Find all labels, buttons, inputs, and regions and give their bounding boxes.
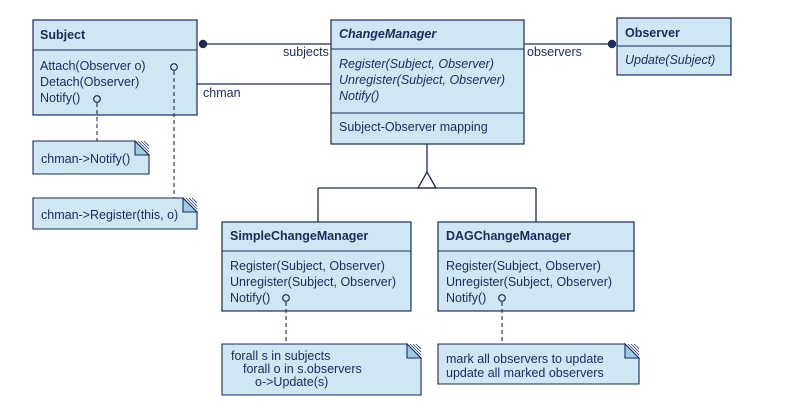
subjects-role-label: subjects	[283, 45, 329, 59]
note-simple-notify-hatch	[415, 343, 422, 350]
dagchangemanager-class-name: DAGChangeManager	[446, 229, 571, 243]
subject-class: Subject Attach(Observer o) Detach(Observ…	[32, 19, 198, 116]
changemanager-op-unregister: Unregister(Subject, Observer)	[339, 73, 505, 87]
simplechangemanager-class: SimpleChangeManager Register(Subject, Ob…	[221, 221, 412, 312]
note-subject-register-hatch	[191, 197, 198, 204]
observer-class-name: Observer	[625, 26, 680, 40]
dagchangemanager-class: DAGChangeManager Register(Subject, Obser…	[437, 221, 635, 312]
note-dag-notify-line-1: mark all observers to update	[446, 352, 604, 366]
observer-op-update: Update(Subject)	[625, 53, 715, 67]
note-subject-notify: chman->Notify()	[32, 139, 151, 175]
subject-attach-note-anchor	[170, 63, 178, 71]
note-dag-notify: mark all observers to update update all …	[437, 342, 641, 385]
note-dag-notify-fold	[624, 342, 641, 359]
changemanager-class-name: ChangeManager	[339, 27, 437, 41]
note-dag-notify-body	[437, 343, 640, 385]
simplechangemanager-class-name: SimpleChangeManager	[230, 229, 368, 243]
dag-notify-note-anchor	[498, 294, 506, 302]
simple-notify-note-anchor	[282, 294, 290, 302]
changemanager-attr-mapping: Subject-Observer mapping	[339, 120, 488, 134]
note-simple-notify-line-2: forall o in s.observers	[243, 362, 362, 376]
note-simple-notify-hatch	[412, 343, 422, 353]
subject-op-notify: Notify()	[40, 91, 80, 105]
note-dag-notify-hatch	[627, 343, 640, 356]
note-simple-notify-body	[221, 343, 422, 396]
note-dag-notify-hatch	[630, 343, 640, 353]
dagchangemanager-class-box	[437, 221, 635, 312]
changemanager-class: ChangeManager Register(Subject, Observer…	[330, 19, 525, 145]
observer-class: Observer Update(Subject)	[616, 17, 732, 76]
subject-notify-note-anchor	[93, 95, 101, 103]
note-subject-notify-fold	[134, 139, 151, 156]
subject-op-detach: Detach(Observer)	[40, 75, 139, 89]
note-simple-notify-hatch	[409, 343, 422, 356]
note-subject-register: chman->Register(this, o)	[32, 196, 199, 230]
note-dag-notify-line-2: update all marked observers	[446, 366, 604, 380]
note-subject-register-hatch	[188, 197, 198, 207]
note-subject-notify-text: chman->Notify()	[41, 152, 130, 166]
note-subject-notify-hatch	[140, 140, 150, 150]
note-subject-register-fold	[182, 196, 199, 213]
changemanager-op-notify: Notify()	[339, 89, 379, 103]
changemanager-op-register: Register(Subject, Observer)	[339, 57, 494, 71]
simplechangemanager-op-register: Register(Subject, Observer)	[230, 259, 385, 273]
chman-role-label: chman	[203, 86, 241, 100]
note-simple-notify-line-3: o->Update(s)	[255, 375, 328, 389]
note-simple-notify: forall s in subjects forall o in s.obser…	[221, 342, 423, 396]
note-subject-register-body	[32, 197, 198, 230]
changemanager-class-box	[330, 19, 525, 145]
simplechangemanager-op-unregister: Unregister(Subject, Observer)	[230, 275, 396, 289]
simplechangemanager-class-box	[221, 221, 412, 312]
note-subject-register-hatch	[185, 197, 198, 210]
subject-class-box	[32, 19, 198, 116]
note-simple-notify-fold	[406, 342, 423, 359]
dagchangemanager-op-unregister: Unregister(Subject, Observer)	[446, 275, 612, 289]
subject-op-attach: Attach(Observer o)	[40, 59, 146, 73]
subject-class-name: Subject	[40, 28, 86, 42]
subjects-multiplicity-dot	[198, 39, 208, 49]
note-subject-notify-hatch	[137, 140, 150, 153]
note-subject-register-text: chman->Register(this, o)	[41, 208, 178, 222]
note-dag-notify-hatch	[633, 343, 640, 350]
observers-role-label: observers	[527, 45, 582, 59]
inheritance-triangle	[416, 170, 438, 189]
note-subject-notify-hatch	[143, 140, 150, 147]
note-simple-notify-line-1: forall s in subjects	[231, 349, 330, 363]
dagchangemanager-op-register: Register(Subject, Observer)	[446, 259, 601, 273]
simplechangemanager-op-notify: Notify()	[230, 291, 270, 305]
observers-multiplicity-dot	[607, 39, 617, 49]
note-subject-notify-body	[32, 140, 150, 175]
dagchangemanager-op-notify: Notify()	[446, 291, 486, 305]
